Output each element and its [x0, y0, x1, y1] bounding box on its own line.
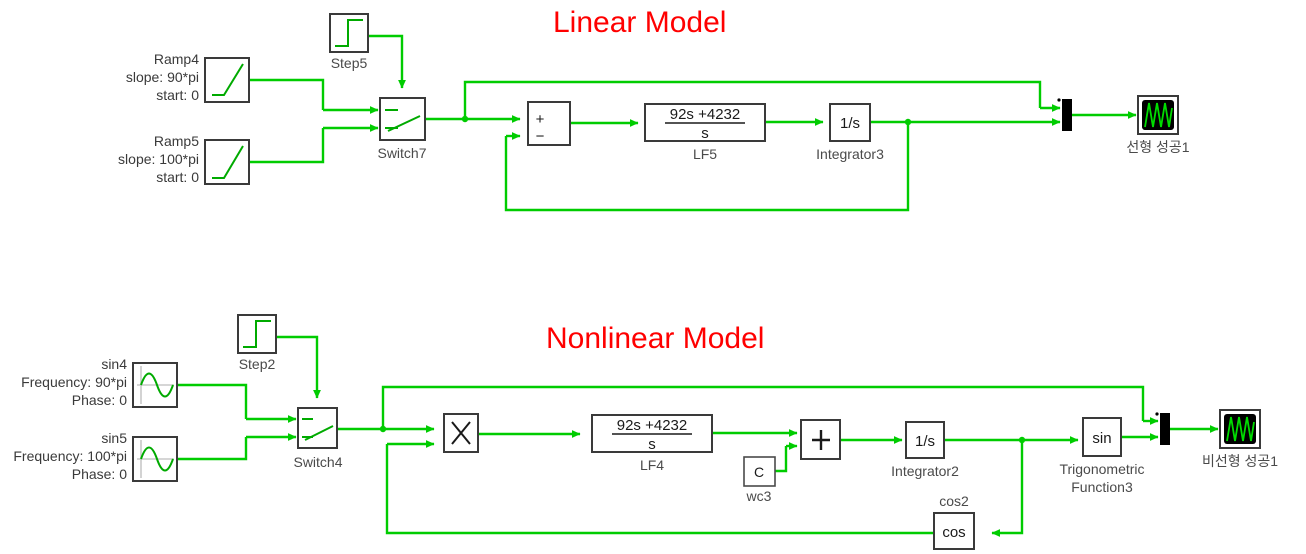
nonlinear-model-group: Nonlinear Model: [13, 314, 1278, 550]
block-step2[interactable]: [237, 314, 277, 354]
integrator2-label: Integrator2: [891, 463, 959, 479]
sin4-name: sin4: [101, 356, 127, 372]
ramp4-start: start: 0: [156, 87, 199, 103]
nonlinear-model-title: Nonlinear Model: [546, 322, 764, 355]
sum-minus-sign: −: [536, 128, 545, 145]
wire-cos2-to-product[interactable]: [385, 444, 934, 535]
block-sin4[interactable]: [132, 362, 178, 408]
wire-switch4-to-mux[interactable]: [381, 385, 1145, 429]
block-ramp5[interactable]: [204, 139, 250, 185]
nonlinear-wires: [178, 335, 1219, 537]
linear-wires: [250, 34, 1137, 212]
block-sum-linear[interactable]: + −: [527, 101, 571, 146]
scope-linear-label: 선형 성공1: [1126, 139, 1189, 155]
sin5-frequency: Frequency: 100*pi: [13, 448, 127, 464]
ramp4-slope: slope: 90*pi: [126, 69, 199, 85]
wire-integrator2-to-cos2[interactable]: [991, 440, 1024, 537]
wire-switch7-to-mux[interactable]: [463, 80, 1042, 119]
integrator2-expression: 1/s: [915, 433, 935, 450]
block-product[interactable]: [443, 413, 479, 453]
ramp5-name: Ramp5: [154, 133, 199, 149]
ramp4-name: Ramp4: [154, 51, 199, 67]
block-lf5[interactable]: 92s +4232 s: [644, 103, 766, 142]
block-integrator2[interactable]: 1/s: [905, 421, 945, 459]
wire-wc3-to-add[interactable]: [775, 446, 788, 473]
sin5-name: sin5: [101, 430, 127, 446]
step2-label: Step2: [239, 356, 276, 372]
block-wc3[interactable]: C: [743, 456, 776, 487]
block-switch7[interactable]: [379, 97, 426, 141]
block-mux-nonlinear[interactable]: [1155, 412, 1170, 445]
wc3-label: wc3: [746, 488, 772, 504]
lf5-label: LF5: [693, 146, 717, 162]
lf4-numerator: 92s +4232: [617, 417, 687, 434]
lf4-denominator: s: [648, 436, 656, 453]
wc3-symbol: C: [754, 464, 764, 480]
block-mux-linear[interactable]: [1057, 98, 1072, 131]
sin5-phase: Phase: 0: [72, 466, 127, 482]
trig-label-line2: Function3: [1071, 479, 1133, 495]
lf4-label: LF4: [640, 457, 664, 473]
switch7-label: Switch7: [377, 145, 426, 161]
ramp5-start: start: 0: [156, 169, 199, 185]
block-trig-function3[interactable]: sin: [1082, 417, 1122, 457]
trig-expression: sin: [1092, 430, 1111, 447]
block-lf4[interactable]: 92s +4232 s: [591, 414, 713, 453]
lf5-denominator: s: [701, 125, 709, 142]
block-scope-nonlinear[interactable]: [1219, 409, 1261, 449]
block-switch4[interactable]: [297, 407, 338, 449]
wire-step2-to-switch4[interactable]: [272, 335, 321, 399]
linear-model-group: Linear Model: [118, 6, 1190, 212]
wire-feedback-to-sum[interactable]: [504, 122, 910, 212]
block-step5[interactable]: [329, 13, 369, 53]
block-ramp4[interactable]: [204, 57, 250, 103]
block-sin5[interactable]: [132, 436, 178, 482]
cos2-expression: cos: [942, 524, 965, 541]
ramp5-slope: slope: 100*pi: [118, 151, 199, 167]
sum-plus-sign: +: [536, 111, 545, 128]
block-integrator3[interactable]: 1/s: [829, 103, 871, 142]
integrator3-label: Integrator3: [816, 146, 884, 162]
trig-label-line1: Trigonometric: [1059, 461, 1144, 477]
block-add[interactable]: [800, 419, 841, 460]
block-cos2[interactable]: cos: [933, 512, 975, 550]
wire-ramp4-to-switch7[interactable]: [250, 78, 325, 110]
linear-model-title: Linear Model: [553, 6, 726, 39]
cos2-label: cos2: [939, 493, 969, 509]
scope-nonlinear-label: 비선형 성공1: [1202, 453, 1278, 469]
wire-sin4-to-switch4[interactable]: [178, 383, 248, 419]
block-scope-linear[interactable]: [1137, 95, 1179, 135]
multiply-icon: [451, 421, 471, 445]
step5-label: Step5: [331, 55, 368, 71]
lf5-numerator: 92s +4232: [670, 106, 740, 123]
wire-sin5-to-switch4[interactable]: [178, 437, 248, 461]
sin4-frequency: Frequency: 90*pi: [21, 374, 127, 390]
switch4-label: Switch4: [293, 454, 342, 470]
plus-icon: [812, 430, 830, 450]
wire-step5-to-switch7[interactable]: [368, 34, 406, 89]
sin4-phase: Phase: 0: [72, 392, 127, 408]
wire-ramp5-to-switch7[interactable]: [250, 128, 325, 164]
integrator3-expression: 1/s: [840, 115, 860, 132]
